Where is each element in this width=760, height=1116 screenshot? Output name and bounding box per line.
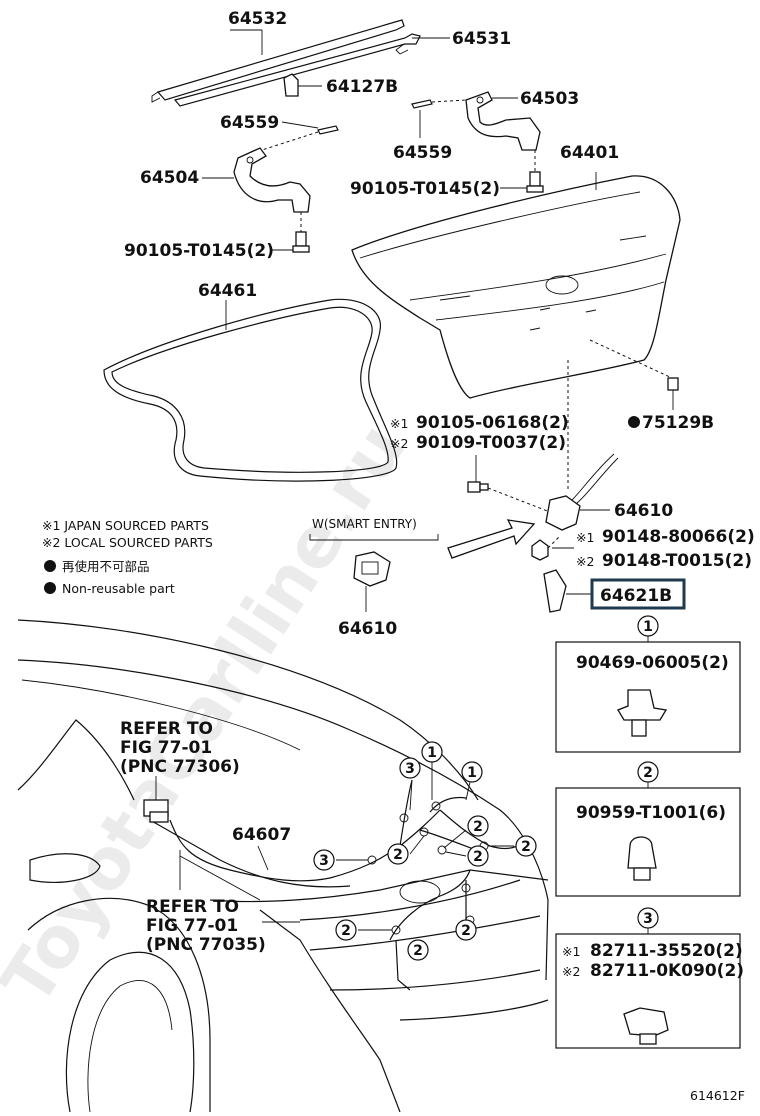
label-64621B: 64621B xyxy=(600,586,672,606)
nonreusable-dot-75129B xyxy=(628,416,640,428)
marker-2-a: ※2 xyxy=(390,436,408,451)
trunk-lid-64401 xyxy=(351,175,681,399)
label-64532: 64532 xyxy=(228,9,287,29)
label-bolt-c: 90105-06168(2) xyxy=(416,413,569,433)
detail-3-marker-1: ※1 xyxy=(562,944,580,959)
label-bolt-d: 90109-T0037(2) xyxy=(416,433,566,453)
label-smart-entry: W(SMART ENTRY) xyxy=(312,517,417,531)
label-64503: 64503 xyxy=(520,89,579,109)
callout-2-a xyxy=(467,815,489,837)
marker-1-b: ※1 xyxy=(576,530,594,545)
bolt-left xyxy=(292,231,310,253)
nut-lock xyxy=(531,539,549,561)
label-64610-a: 64610 xyxy=(614,501,673,521)
detail-2-part: 90959-T1001(6) xyxy=(576,803,726,823)
callout-1-b xyxy=(461,761,483,783)
legend-nonreuse-en: Non-reusable part xyxy=(62,581,175,596)
hinge-64503 xyxy=(465,91,541,151)
callout-1-a-text: 1 xyxy=(427,745,437,761)
label-64607: 64607 xyxy=(232,825,291,845)
bracket-64621B xyxy=(543,569,567,613)
label-nut-a: 90148-80066(2) xyxy=(602,527,755,547)
clip-icon-90959 xyxy=(627,836,657,881)
refer-note-a: REFER TO FIG 77-01 (PNC 77306) xyxy=(120,719,240,777)
rod-64559-right xyxy=(411,99,433,109)
torsion-bar-64532 xyxy=(151,19,405,103)
highlight-box-64621B xyxy=(590,578,686,610)
label-64559-left: 64559 xyxy=(220,113,279,133)
label-64504: 64504 xyxy=(140,168,199,188)
marker-2-b: ※2 xyxy=(576,554,594,569)
wire-harness-64607 xyxy=(169,779,525,991)
arrow-smart-entry xyxy=(447,519,536,559)
legend-nonreuse-jp: 再使用不可部品 xyxy=(62,559,150,574)
clip-64127B xyxy=(283,73,299,97)
callout-2-g-text: 2 xyxy=(461,923,471,939)
legend-japan: ※1 JAPAN SOURCED PARTS xyxy=(42,518,209,533)
callout-2-g xyxy=(455,919,477,941)
callout-2-b xyxy=(387,843,409,865)
rod-64559-left xyxy=(317,125,339,135)
callout-2-e xyxy=(335,919,357,941)
callout-3-b-text: 3 xyxy=(319,853,329,869)
label-64610-b: 64610 xyxy=(338,619,397,639)
hinge-64504 xyxy=(233,147,311,213)
callout-2-e-text: 2 xyxy=(341,923,351,939)
detail-1-part: 90469-06005(2) xyxy=(576,653,729,673)
refer-a-line1: REFER TO xyxy=(120,719,213,739)
bolt-lock xyxy=(467,481,489,493)
label-64401: 64401 xyxy=(560,143,619,163)
refer-a-line2: FIG 77-01 xyxy=(120,738,212,758)
label-64559-right: 64559 xyxy=(393,143,452,163)
detail-3-part-b: 82711-0K090(2) xyxy=(590,961,744,981)
callout-2-c-text: 2 xyxy=(473,849,483,865)
marker-1-a: ※1 xyxy=(390,416,408,431)
label-nut-b: 90148-T0015(2) xyxy=(602,551,752,571)
callout-2-b-text: 2 xyxy=(393,847,403,863)
weatherstrip-64461 xyxy=(103,298,398,482)
refer-b-line1: REFER TO xyxy=(146,897,239,917)
refer-note-b: REFER TO FIG 77-01 (PNC 77035) xyxy=(146,897,266,955)
callout-2-a-text: 2 xyxy=(473,819,483,835)
refer-a-line3: (PNC 77306) xyxy=(120,757,240,777)
callout-2-d xyxy=(515,835,537,857)
detail-3-marker-2: ※2 xyxy=(562,964,580,979)
legend-local: ※2 LOCAL SOURCED PARTS xyxy=(42,535,213,550)
label-64531: 64531 xyxy=(452,29,511,49)
callout-3-a-text: 3 xyxy=(405,761,415,777)
refer-b-line3: (PNC 77035) xyxy=(146,935,266,955)
label-bolt-right: 90105-T0145(2) xyxy=(350,179,500,199)
callout-1-b-text: 1 xyxy=(467,765,477,781)
detail-1-num: 1 xyxy=(643,619,653,635)
lock-smart-entry-64610 xyxy=(353,551,391,587)
legend-dot-en xyxy=(44,582,56,594)
callout-3-b xyxy=(313,849,335,871)
refer-b-line2: FIG 77-01 xyxy=(146,916,238,936)
torsion-bar-64531 xyxy=(173,33,421,107)
bolt-right xyxy=(526,171,544,193)
callout-2-c xyxy=(467,845,489,867)
label-75129B: 75129B xyxy=(642,413,714,433)
clip-icon-82711 xyxy=(623,1007,669,1045)
lock-64610 xyxy=(545,453,619,531)
clip-icon-90469 xyxy=(617,689,668,737)
label-64461: 64461 xyxy=(198,281,257,301)
callout-2-d-text: 2 xyxy=(521,839,531,855)
label-bolt-left: 90105-T0145(2) xyxy=(124,241,274,261)
clip-75129B xyxy=(667,377,679,391)
detail-3-part-a: 82711-35520(2) xyxy=(590,941,743,961)
callout-2-f-text: 2 xyxy=(413,943,423,959)
figure-id: 614612F xyxy=(690,1088,745,1103)
label-64127B: 64127B xyxy=(326,77,398,97)
callout-3-a xyxy=(399,757,421,779)
detail-2-num: 2 xyxy=(643,765,653,781)
callout-1-a xyxy=(421,741,443,763)
legend-dot-jp xyxy=(44,560,56,572)
callout-2-f xyxy=(407,939,429,961)
detail-3-num: 3 xyxy=(643,911,653,927)
